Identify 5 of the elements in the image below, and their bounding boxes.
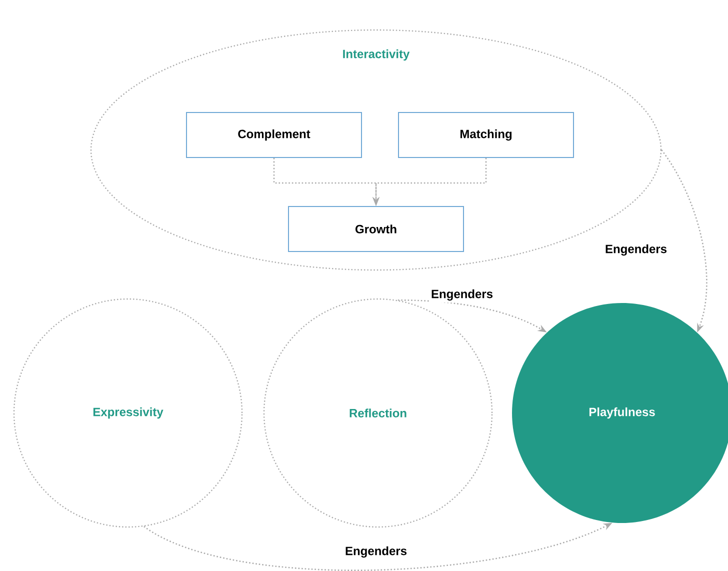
edge-label: Engenders — [432, 289, 493, 301]
process-box: Growth — [288, 206, 464, 252]
process-box: Matching — [398, 112, 574, 158]
edge-label: Engenders — [346, 546, 407, 558]
process-box: Complement — [186, 112, 362, 158]
